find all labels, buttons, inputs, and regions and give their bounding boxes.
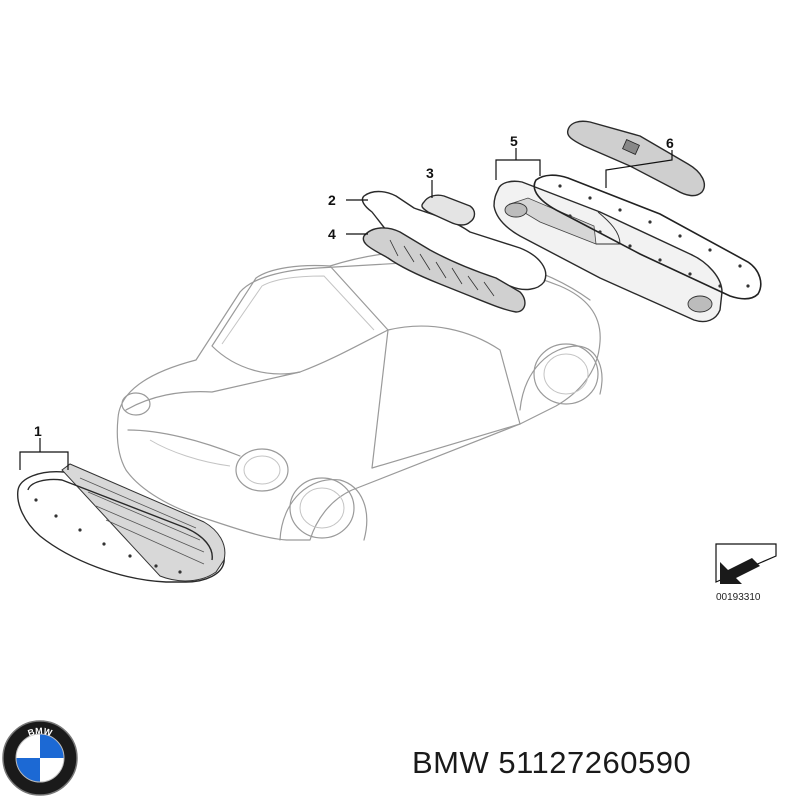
callout-6: 6 bbox=[666, 135, 674, 151]
part-5-trim-panel bbox=[493, 174, 762, 323]
callout-5: 5 bbox=[510, 133, 518, 149]
part-6-strip bbox=[566, 120, 706, 197]
reference-arrow-icon bbox=[715, 543, 777, 584]
part-2-duct-upper bbox=[361, 190, 547, 291]
callout-4: 4 bbox=[328, 226, 336, 242]
callout-2: 2 bbox=[328, 192, 336, 208]
callout-1: 1 bbox=[34, 423, 42, 439]
part-3-insert bbox=[421, 194, 476, 226]
reference-code: 00193310 bbox=[716, 592, 761, 603]
callout-3: 3 bbox=[426, 165, 434, 181]
bmw-logo-icon: BMW bbox=[2, 720, 78, 796]
bmw-logo-text: BMW bbox=[26, 726, 53, 738]
part-4-duct-lower bbox=[362, 227, 526, 313]
leader-lines bbox=[19, 148, 673, 470]
part-number-caption: BMW 51127260590 bbox=[412, 745, 691, 780]
part-1-front-grille bbox=[17, 463, 226, 583]
car-outline bbox=[116, 250, 603, 541]
